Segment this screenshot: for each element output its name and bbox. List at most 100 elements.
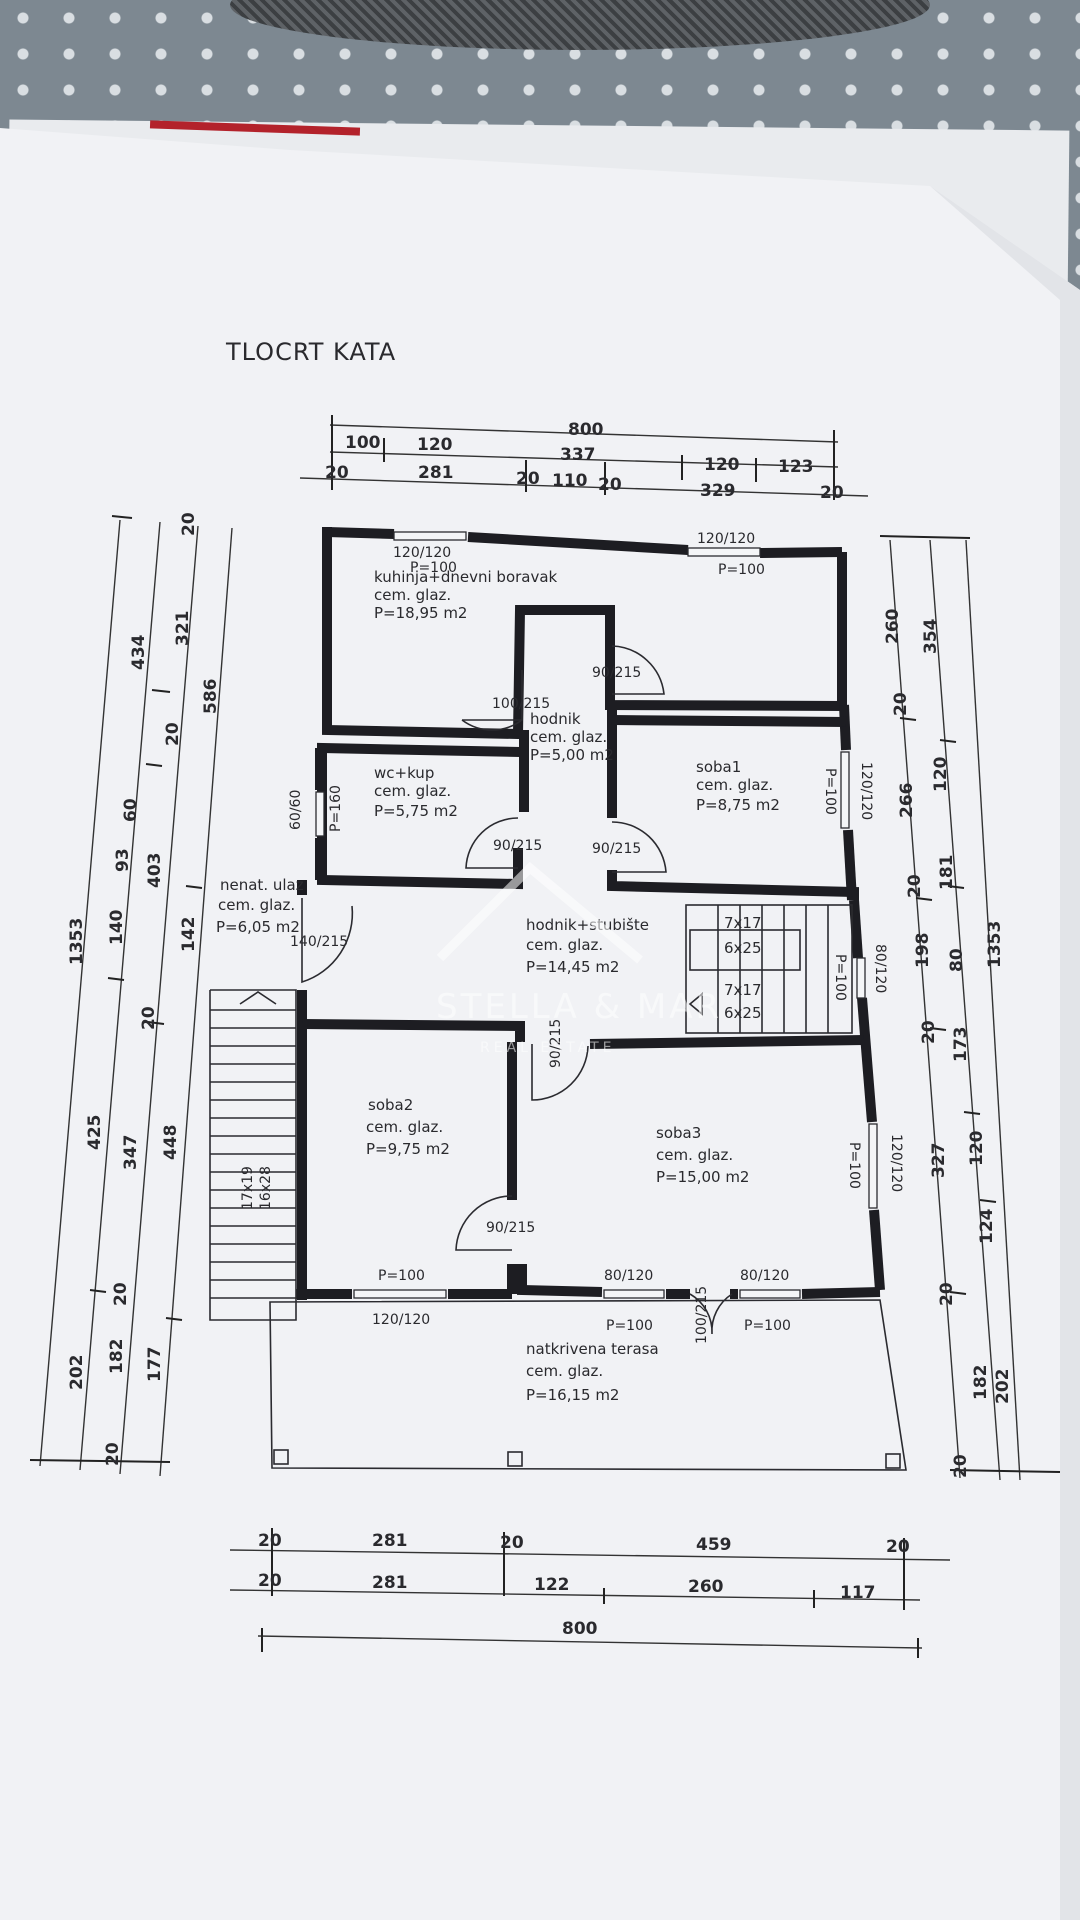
dim-top-r2-2: 337	[560, 445, 596, 465]
walls	[296, 527, 885, 1300]
dim-left-c2-3: 425	[85, 1115, 105, 1151]
right-dimension-lines	[879, 535, 1061, 1481]
window-terrace-1	[603, 1289, 665, 1299]
label-door-entry: 140/215	[290, 934, 348, 950]
window-wc	[315, 791, 325, 837]
dim-left-c5-0: 20	[179, 512, 199, 536]
dim-right-c1-7: 20	[937, 1282, 957, 1306]
room-soba3-area: P=15,00 m2	[656, 1168, 749, 1186]
watermark: STELLA & MAR REAL ESTATE	[436, 861, 719, 1056]
dim-bottom-r1-4: 20	[886, 1537, 910, 1557]
label-win-soba3: 120/120	[888, 1134, 904, 1192]
dim-right-c1-1: 20	[891, 692, 911, 716]
label-door-hall-right: 90/215	[592, 665, 641, 681]
window-terrace-2	[739, 1289, 801, 1299]
label-win-top-right: 120/120	[697, 531, 755, 547]
label-win-terrace-2: 80/120	[740, 1268, 789, 1284]
room-entry-area: P=6,05 m2	[216, 918, 300, 936]
label-win-terrace-1-p: P=100	[606, 1318, 653, 1334]
dim-left-c4-1: 20	[163, 722, 183, 746]
left-dimension-lines	[29, 515, 233, 1477]
inner-staircase	[685, 904, 853, 1034]
label-win-soba1: 120/120	[858, 762, 874, 820]
outer-stairs-label-2: 16x28	[258, 1166, 274, 1210]
dim-right-c1-3: 20	[905, 874, 925, 898]
dim-right-c2-3: 80	[947, 948, 967, 972]
dim-left-c3-2: 20	[139, 1006, 159, 1030]
dim-bottom-r2-3: 260	[688, 1577, 724, 1597]
window-soba3	[868, 1123, 878, 1209]
room-soba2-floor: cem. glaz.	[366, 1118, 443, 1136]
room-soba2-area: P=9,75 m2	[366, 1140, 450, 1158]
room-kitchen-name: kuhinja+dnevni boravak	[374, 568, 558, 586]
dim-right-c2-2: 181	[937, 855, 957, 891]
bottom-dimension-lines	[229, 1528, 951, 1658]
room-hall-area: P=5,00 m2	[530, 746, 614, 764]
room-entry-floor: cem. glaz.	[218, 896, 295, 914]
label-win-terrace-2-p: P=100	[744, 1318, 791, 1334]
stairs-label-2: 6x25	[724, 939, 762, 957]
dim-left-c4-4: 177	[145, 1347, 165, 1383]
terrace-column-left	[273, 1449, 289, 1465]
room-terrace-area: P=16,15 m2	[526, 1386, 619, 1404]
window-top-left	[393, 531, 467, 541]
room-soba3-floor: cem. glaz.	[656, 1146, 733, 1164]
paper-sheet	[0, 128, 1080, 1920]
room-wc: wc+kup cem. glaz. P=5,75 m2	[374, 764, 458, 820]
room-stairhall-floor: cem. glaz.	[526, 936, 603, 954]
room-wc-area: P=5,75 m2	[374, 802, 458, 820]
paper-fold-shadow	[930, 186, 1080, 1920]
top-dimension-lines	[299, 415, 869, 500]
dim-left-c5-1: 586	[201, 679, 221, 715]
dim-left-c1-0: 1353	[67, 918, 87, 965]
dim-bottom-r1-1: 281	[372, 1531, 408, 1551]
dim-left-c4-2: 142	[179, 917, 199, 953]
dim-right-c2-4: 173	[951, 1027, 971, 1063]
watermark-house-icon	[436, 861, 643, 964]
room-wc-name: wc+kup	[374, 764, 434, 782]
dim-left-c3-5: 182	[107, 1339, 127, 1375]
window-top-right	[687, 547, 761, 557]
plan-title: TLOCRT KATA	[225, 338, 396, 366]
label-win-top-left-p: P=100	[410, 560, 457, 576]
dim-right-c1-8: 20	[951, 1454, 971, 1478]
dim-left-c4-3: 448	[161, 1125, 181, 1161]
stairs-label-1: 7x17	[724, 914, 762, 932]
label-door-soba2: 90/215	[486, 1220, 535, 1236]
watermark-sub: REAL ESTATE	[480, 1040, 616, 1056]
room-entry-name: nenat. ulaz	[220, 876, 304, 894]
label-win-top-left: 120/120	[393, 545, 451, 561]
dim-top-r3-4: 20	[598, 475, 622, 495]
dim-right-c1-6: 327	[929, 1143, 949, 1179]
room-soba2-name: soba2	[368, 1096, 413, 1114]
dim-right-c1-5: 20	[919, 1020, 939, 1044]
dim-right-c2-1: 120	[931, 756, 951, 792]
dim-left-c3-3: 347	[121, 1135, 141, 1171]
dim-top-r3-1: 281	[418, 463, 454, 483]
label-win-soba1-p: P=100	[822, 768, 838, 815]
dim-right-c3-0: 1353	[985, 921, 1005, 968]
label-win-soba2-p: P=100	[378, 1268, 425, 1284]
dim-bottom-r2-4: 117	[840, 1583, 876, 1603]
label-door-kitchen-hall: 100/215	[492, 696, 550, 712]
dim-bottom-r3-0: 800	[562, 1619, 598, 1639]
dim-right-c1-2: 266	[897, 783, 917, 819]
dim-left-c2-1: 93	[113, 848, 133, 872]
dim-bottom-r2-0: 20	[258, 1571, 282, 1591]
outer-stairs-label-1: 17x19	[240, 1166, 256, 1210]
room-stairhall-name: hodnik+stubište	[526, 916, 649, 934]
dim-right-c2-7: 182	[971, 1365, 991, 1401]
room-wc-floor: cem. glaz.	[374, 782, 451, 800]
room-soba2: soba2 cem. glaz. P=9,75 m2	[366, 1096, 450, 1158]
room-terrace: natkrivena terasa cem. glaz. P=16,15 m2	[526, 1340, 659, 1404]
label-win-stair-p: P=100	[832, 954, 848, 1001]
room-soba1-area: P=8,75 m2	[696, 796, 780, 814]
dim-right-c3-1: 202	[993, 1369, 1013, 1405]
room-soba1: soba1 cem. glaz. P=8,75 m2	[696, 758, 780, 814]
dim-right-c2-0: 354	[921, 618, 941, 654]
room-stairhall: hodnik+stubište cem. glaz. P=14,45 m2	[526, 916, 649, 976]
dim-right-c2-6: 124	[977, 1208, 997, 1244]
terrace-slab	[269, 1299, 907, 1471]
dim-left-c1-2: 20	[103, 1442, 123, 1466]
